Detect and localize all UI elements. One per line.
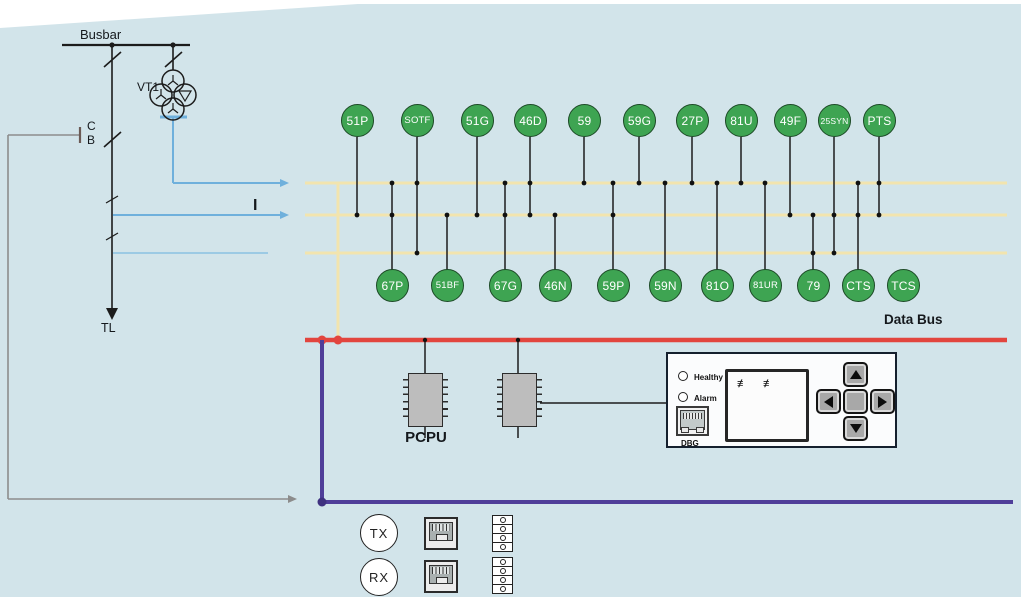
relay-function-label: 49F <box>779 113 802 128</box>
io-chip-icon <box>497 373 542 427</box>
relay-function-79: 79 <box>797 269 830 302</box>
terminal-block-cell <box>492 584 513 594</box>
relay-function-label: 81U <box>730 113 753 128</box>
ethernet-port-rx-icon <box>424 560 458 593</box>
relay-function-sotf: SOTF <box>401 104 434 137</box>
healthy-led-icon <box>678 371 688 381</box>
display-text-marks: ≢ ≢ <box>737 378 781 390</box>
relay-function-67p: 67P <box>376 269 409 302</box>
rx-port: RX <box>360 558 398 596</box>
busbar-label: Busbar <box>80 27 122 42</box>
relay-function-label: PTS <box>867 113 892 128</box>
tx-port-label: TX <box>369 525 389 541</box>
relay-function-label: 67P <box>381 278 404 293</box>
left-arrow-icon <box>824 395 833 408</box>
relay-function-label: SOTF <box>404 115 431 126</box>
data-bus-label: Data Bus <box>884 312 943 327</box>
relay-function-tcs: TCS <box>887 269 920 302</box>
relay-function-label: TCS <box>891 278 916 293</box>
relay-function-label: CTS <box>846 278 871 293</box>
relay-function-59: 59 <box>568 104 601 137</box>
terminal-block-cell <box>492 542 513 552</box>
debug-port-foot-left <box>681 427 689 433</box>
relay-function-67g: 67G <box>489 269 522 302</box>
relay-function-label: 81O <box>705 278 730 293</box>
relay-function-label: 25SYN <box>820 115 849 126</box>
keypad-down-button <box>843 416 868 441</box>
relay-function-49f: 49F <box>774 104 807 137</box>
cb-label-b: B <box>87 133 96 147</box>
healthy-led-label: Healthy <box>694 373 723 382</box>
relay-function-label: 79 <box>806 278 821 293</box>
relay-function-81u: 81U <box>725 104 758 137</box>
alarm-led-label: Alarm <box>694 394 717 403</box>
up-arrow-icon <box>849 370 862 379</box>
relay-function-25syn: 25SYN <box>818 104 851 137</box>
relay-function-59p: 59P <box>597 269 630 302</box>
relay-function-label: 59P <box>602 278 625 293</box>
tl-label: TL <box>101 321 116 335</box>
relay-function-81ur: 81UR <box>749 269 782 302</box>
relay-function-59g: 59G <box>623 104 656 137</box>
relay-function-59n: 59N <box>649 269 682 302</box>
relay-function-label: 59 <box>577 113 592 128</box>
relay-function-label: 51G <box>465 113 490 128</box>
ethernet-connector <box>429 565 453 584</box>
keypad-up-button <box>843 362 868 387</box>
relay-function-81o: 81O <box>701 269 734 302</box>
keypad-right-button <box>870 389 895 414</box>
debug-port-connector <box>680 410 705 430</box>
keypad-enter-button <box>843 389 868 414</box>
pcpu-label: PCPU <box>405 429 447 446</box>
ethernet-pins-icon <box>432 524 450 531</box>
relay-function-label: 51P <box>346 113 369 128</box>
rx-port-label: RX <box>368 569 390 585</box>
ethernet-notch <box>436 577 448 584</box>
lcd-display: ≢ ≢ <box>725 369 809 442</box>
alarm-led-icon <box>678 392 688 402</box>
ethernet-notch <box>436 534 448 541</box>
relay-function-46n: 46N <box>539 269 572 302</box>
debug-port-icon <box>676 406 709 436</box>
relay-function-51p: 51P <box>341 104 374 137</box>
ethernet-pins-icon <box>432 567 450 574</box>
debug-port-pins-icon <box>683 413 702 419</box>
relay-front-panel: Healthy Alarm DBG ≢ ≢ <box>666 352 897 448</box>
relay-function-pts: PTS <box>863 104 896 137</box>
relay-function-label: 59G <box>627 113 652 128</box>
relay-function-label: 46D <box>519 113 542 128</box>
pcpu-chip-icon <box>403 373 448 427</box>
relay-function-46d: 46D <box>514 104 547 137</box>
relay-function-label: 27P <box>681 113 704 128</box>
debug-port-label: DBG <box>681 439 699 448</box>
vt1-label: VT1 <box>137 80 160 94</box>
relay-function-cts: CTS <box>842 269 875 302</box>
relay-function-51bf: 51BF <box>431 269 464 302</box>
relay-function-label: 46N <box>544 278 567 293</box>
relay-function-label: 67G <box>493 278 518 293</box>
cb-label-c: C <box>87 119 96 133</box>
right-arrow-icon <box>878 395 887 408</box>
relay-function-label: 59N <box>654 278 677 293</box>
ethernet-port-tx-icon <box>424 517 458 550</box>
down-arrow-icon <box>849 424 862 433</box>
debug-port-foot-right <box>696 427 704 433</box>
relay-function-27p: 27P <box>676 104 709 137</box>
tx-port: TX <box>360 514 398 552</box>
relay-function-label: 81UR <box>752 280 779 291</box>
current-signal-label: I <box>253 197 258 214</box>
relay-function-label: 51BF <box>435 280 460 291</box>
relay-function-51g: 51G <box>461 104 494 137</box>
keypad-left-button <box>816 389 841 414</box>
ethernet-connector <box>429 522 453 541</box>
